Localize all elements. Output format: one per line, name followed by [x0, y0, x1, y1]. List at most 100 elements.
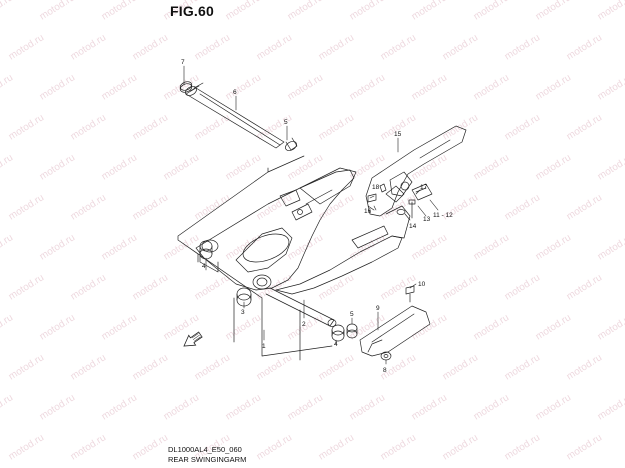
watermark-text: motod.ru: [0, 392, 15, 422]
watermark-text: motod.ru: [348, 392, 387, 422]
watermark-text: motod.ru: [100, 0, 139, 23]
watermark-text: motod.ru: [193, 192, 232, 222]
watermark-text: motod.ru: [534, 312, 573, 342]
callout-3: 3: [241, 309, 245, 316]
watermark-text: motod.ru: [100, 152, 139, 182]
chain-cover: [365, 125, 467, 217]
watermark-text: motod.ru: [7, 272, 46, 302]
watermark-text: motod.ru: [0, 312, 15, 342]
watermark-text: motod.ru: [100, 392, 139, 422]
watermark-text: motod.ru: [379, 432, 418, 462]
watermark-text: motod.ru: [472, 152, 511, 182]
watermark-text: motod.ru: [131, 352, 170, 382]
callout-6: 6: [233, 89, 237, 96]
watermark-text: motod.ru: [131, 272, 170, 302]
watermark-text: motod.ru: [131, 112, 170, 142]
watermark-text: motod.ru: [193, 352, 232, 382]
callout-17: 17: [420, 184, 428, 191]
watermark-text: motod.ru: [410, 72, 449, 102]
watermark-text: motod.ru: [7, 432, 46, 462]
watermark-text: motod.ru: [565, 32, 604, 62]
watermark-text: motod.ru: [379, 272, 418, 302]
watermark-text: motod.ru: [503, 32, 542, 62]
watermark-text: motod.ru: [410, 232, 449, 262]
chain-adjuster-bracket: [385, 185, 405, 203]
swingarm-body: [195, 167, 411, 295]
watermark-text: motod.ru: [379, 32, 418, 62]
lower-shaft: [265, 287, 337, 327]
watermark-text: motod.ru: [7, 192, 46, 222]
guide-screw: [405, 285, 415, 303]
watermark-text: motod.ru: [379, 112, 418, 142]
watermark-text: motod.ru: [503, 112, 542, 142]
guide-washer: [380, 351, 392, 361]
collar-upper: [285, 137, 298, 151]
watermark-text: motod.ru: [131, 432, 170, 462]
watermark-text: motod.ru: [38, 0, 77, 23]
front-direction-arrow-icon: [183, 331, 203, 347]
chain-guide: [359, 305, 431, 357]
watermark-text: motod.ru: [565, 432, 604, 462]
watermark-text: motod.ru: [224, 232, 263, 262]
watermark-text: motod.ru: [472, 0, 511, 23]
figure-title: FIG.60: [170, 3, 214, 19]
watermark-text: motod.ru: [38, 152, 77, 182]
watermark-text: motod.ru: [534, 152, 573, 182]
watermark-text: motod.ru: [441, 352, 480, 382]
watermark-text: motod.ru: [193, 112, 232, 142]
watermark-text: motod.ru: [565, 192, 604, 222]
adjuster-bolt: [408, 199, 416, 219]
small-bolts: [367, 183, 387, 211]
watermark-text: motod.ru: [69, 192, 108, 222]
figure-name: REAR SWINGINGARM: [168, 455, 247, 464]
watermark-text: motod.ru: [317, 32, 356, 62]
watermark-text: motod.ru: [162, 152, 201, 182]
watermark-text: motod.ru: [38, 72, 77, 102]
pivot-shaft: [185, 82, 285, 149]
watermark-text: motod.ru: [503, 272, 542, 302]
watermark-text: motod.ru: [0, 0, 15, 23]
watermark-text: motod.ru: [503, 192, 542, 222]
callout-5-lower: 5: [350, 311, 354, 318]
watermark-text: motod.ru: [441, 32, 480, 62]
watermark-text: motod.ru: [255, 32, 294, 62]
watermark-text: motod.ru: [286, 0, 325, 23]
watermark-text: motod.ru: [472, 232, 511, 262]
callout-13: 13: [423, 216, 431, 223]
watermark-text: motod.ru: [69, 432, 108, 462]
callout-5-upper: 5: [284, 119, 288, 126]
watermark-text: motod.ru: [7, 112, 46, 142]
callout-18: 18: [372, 184, 380, 191]
watermark-text: motod.ru: [255, 432, 294, 462]
watermark-text: motod.ru: [410, 312, 449, 342]
watermark-text: motod.ru: [534, 0, 573, 23]
callout-14: 14: [409, 223, 417, 230]
watermark-text: motod.ru: [38, 232, 77, 262]
watermark-text: motod.ru: [286, 392, 325, 422]
watermark-text: motod.ru: [69, 112, 108, 142]
watermark-text: motod.ru: [193, 32, 232, 62]
watermark-text: motod.ru: [69, 32, 108, 62]
watermark-text: motod.ru: [131, 192, 170, 222]
callout-16: 16: [364, 208, 372, 215]
watermark-text: motod.ru: [441, 432, 480, 462]
washer: [396, 209, 406, 215]
watermark-text: motod.ru: [565, 352, 604, 382]
watermark-text: motod.ru: [131, 32, 170, 62]
watermark-text: motod.ru: [7, 352, 46, 382]
watermark-text: motod.ru: [286, 152, 325, 182]
watermark-text: motod.ru: [317, 352, 356, 382]
watermark-text: motod.ru: [503, 352, 542, 382]
watermark-text: motod.ru: [162, 232, 201, 262]
watermark-text: motod.ru: [100, 232, 139, 262]
watermark-text: motod.ru: [7, 32, 46, 62]
watermark-text: motod.ru: [193, 272, 232, 302]
watermark-text: motod.ru: [565, 272, 604, 302]
callout-7: 7: [181, 59, 185, 66]
callout-11-12: 11 - 12: [433, 212, 453, 219]
watermark-text: motod.ru: [224, 72, 263, 102]
watermark-text: motod.ru: [410, 392, 449, 422]
callout-2: 2: [302, 321, 306, 328]
